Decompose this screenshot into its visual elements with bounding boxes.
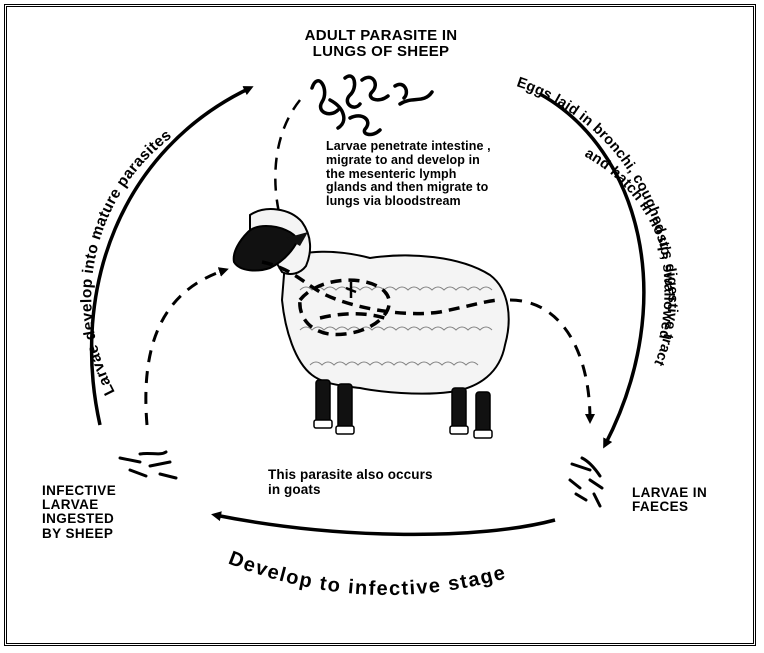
- goats-note-line-2: in goats: [268, 483, 528, 498]
- migration-note: Larvae penetrate intestine , migrate to …: [326, 140, 566, 209]
- larvae-faeces-line-1: LARVAE IN: [632, 486, 742, 500]
- dashed-arrow-ingested-to-mouth: [146, 270, 225, 425]
- dashed-arrow-sheep-to-faeces: [510, 300, 590, 420]
- infective-line-1: INFECTIVE: [42, 484, 182, 498]
- migration-note-line-3: the mesenteric lymph: [326, 168, 566, 182]
- infective-line-3: INGESTED: [42, 512, 182, 526]
- title-line-1: ADULT PARASITE IN: [276, 28, 486, 44]
- infective-line-4: BY SHEEP: [42, 527, 182, 541]
- larvae-in-faeces: [570, 458, 602, 506]
- arc-label-left: Larvae develop into mature parasites: [78, 126, 175, 397]
- goats-note: This parasite also occurs in goats: [268, 468, 528, 498]
- migration-note-line-5: lungs via bloodstream: [326, 195, 566, 209]
- arc-label-bottom: Develop to infective stage: [226, 547, 509, 600]
- larvae-faeces-line-2: FAECES: [632, 500, 742, 514]
- larvae-in-faeces-label: LARVAE IN FAECES: [632, 486, 742, 514]
- adult-parasites-worms: [312, 76, 432, 134]
- arc-label-right-2: and hatch in host's digestive tract: [582, 145, 681, 368]
- goats-note-line-1: This parasite also occurs: [268, 468, 528, 483]
- infective-line-2: LARVAE: [42, 498, 182, 512]
- cycle-arrow-bottom: [215, 515, 555, 534]
- migration-note-line-1: Larvae penetrate intestine ,: [326, 140, 566, 154]
- infective-larvae-label: INFECTIVE LARVAE INGESTED BY SHEEP: [42, 484, 182, 541]
- migration-note-line-2: migrate to and develop in: [326, 154, 566, 168]
- adult-parasite-title: ADULT PARASITE IN LUNGS OF SHEEP: [276, 28, 486, 60]
- migration-note-line-4: glands and then migrate to: [326, 181, 566, 195]
- title-line-2: LUNGS OF SHEEP: [276, 44, 486, 60]
- sheep-illustration: [234, 209, 509, 438]
- infective-larvae: [120, 452, 176, 478]
